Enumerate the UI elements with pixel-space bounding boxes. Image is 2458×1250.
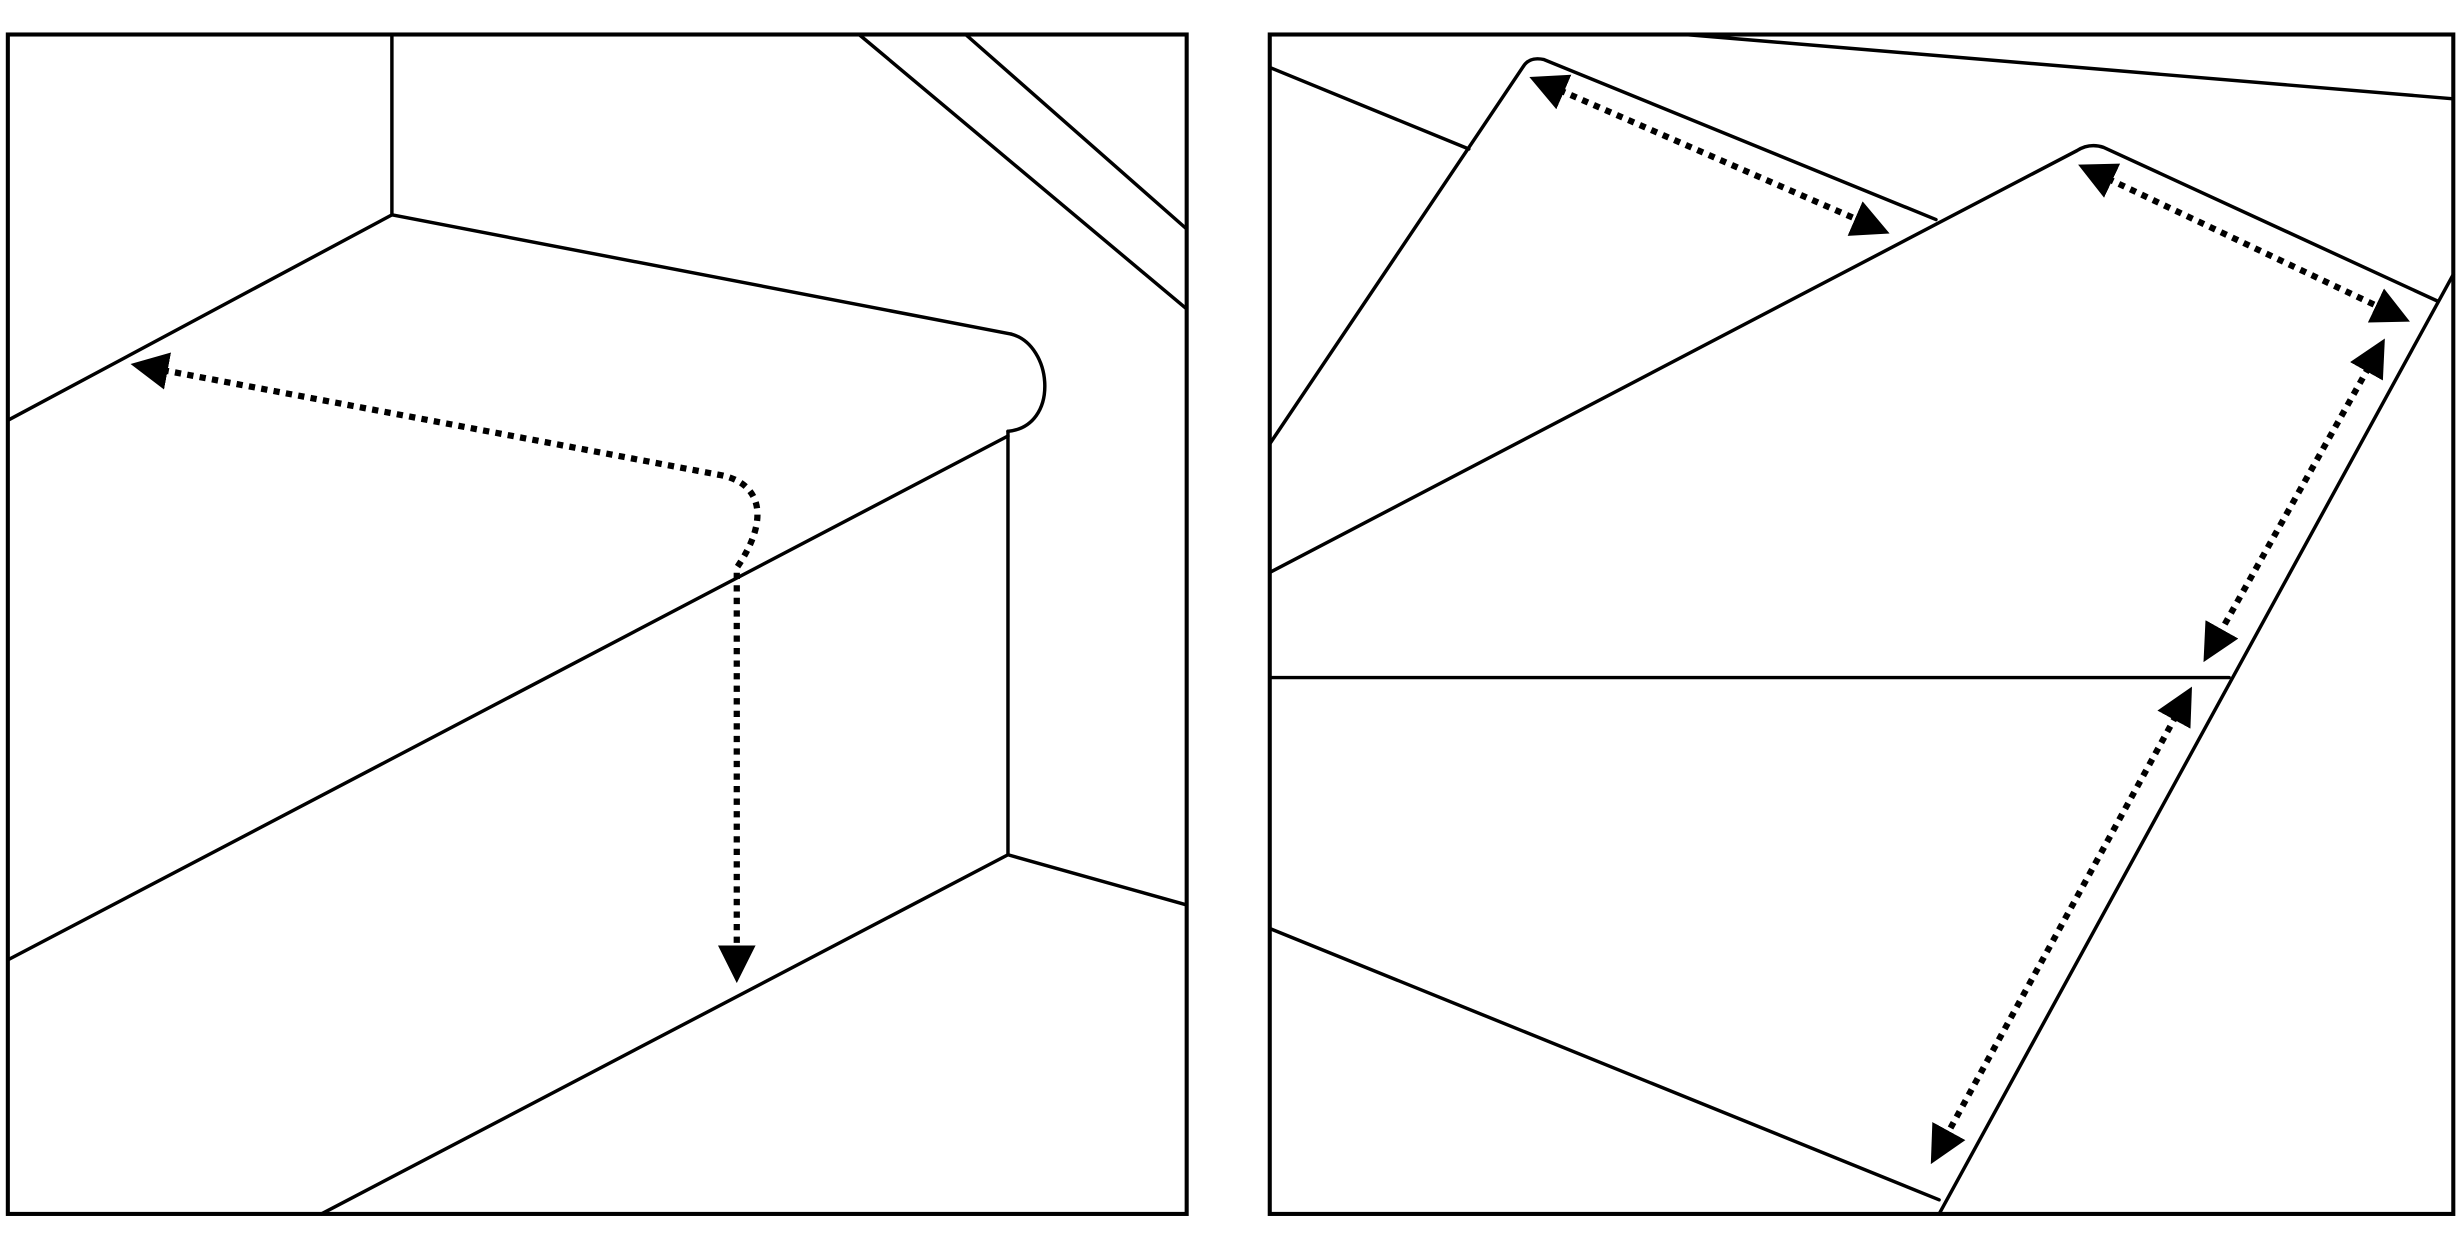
floor-edge [1268, 926, 1941, 1202]
right-panel-winder-stair [1267, 32, 2456, 1216]
top-wall-line [1268, 65, 1471, 151]
tread-and-rise-measurement-arrow [130, 352, 761, 984]
middle-tread-measurement-arrow [2078, 163, 2410, 323]
upper-step-edge [6, 213, 394, 423]
handrail-line-1 [857, 32, 1189, 311]
upper-tread-measurement-arrow [1529, 74, 1890, 236]
left-panel-straight-stair [5, 32, 1189, 1216]
upper-stringer-measurement-arrow [2203, 338, 2385, 663]
tread-nosing [1006, 332, 1047, 434]
floor-wall-edge [1006, 853, 1189, 907]
handrail-line-2 [963, 32, 1189, 231]
upper-tread-outline [1268, 57, 1938, 446]
tread-back-edge [390, 213, 1013, 336]
middle-tread-outline [1268, 143, 2440, 575]
right-panel-frame [1267, 32, 2456, 1216]
lower-stringer-measurement-arrow [1930, 686, 2192, 1165]
lower-step-edge [319, 853, 1010, 1216]
ceiling-line [1683, 32, 2456, 101]
left-panel-frame [5, 32, 1189, 1216]
